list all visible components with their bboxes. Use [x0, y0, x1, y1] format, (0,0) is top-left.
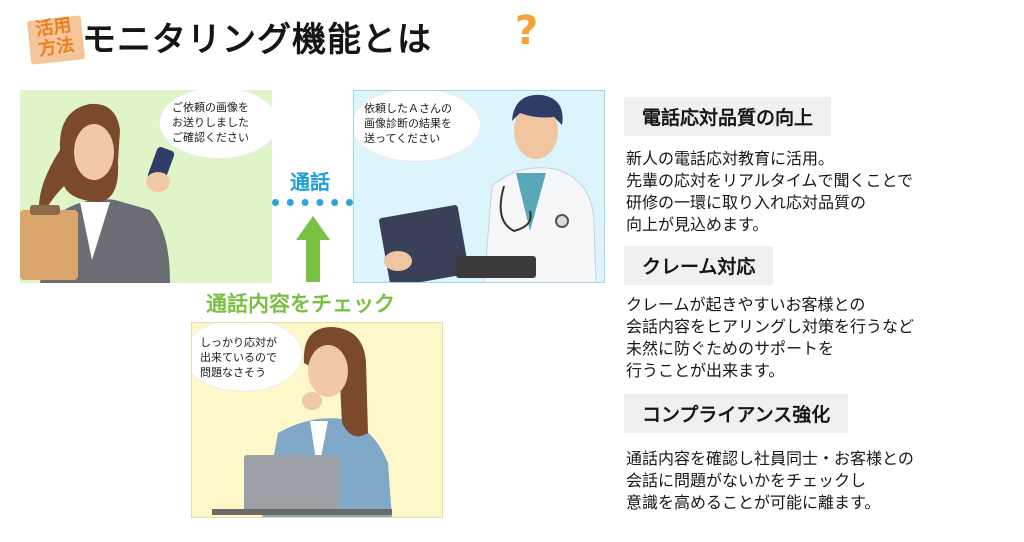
section-heading-compliance: コンプライアンス強化: [624, 394, 849, 433]
badge: 活用 方法: [24, 14, 86, 65]
illustration-supervisor-panel: しっかり応対が 出来ているので 問題なさそう: [191, 322, 443, 518]
supervisor-illustration: [212, 327, 392, 517]
caller-speech-bubble: [160, 90, 272, 158]
question-mark-icon: ?: [515, 8, 539, 54]
section-body-complaint: クレームが起きやすいお客様との 会話内容をヒアリングし対策を行うなど 未然に防ぐ…: [626, 295, 915, 380]
check-label: 通話内容をチェック: [206, 292, 395, 316]
woman-with-phone-illustration: [20, 103, 175, 283]
supervisor-speech-bubble: [192, 323, 302, 391]
illustration-caller-panel: ご依頼の画像を お送りしました ご確認ください: [20, 90, 272, 283]
doctor-illustration: [379, 94, 597, 282]
page-title: モニタリング機能とは: [82, 20, 432, 60]
illustration-doctor-panel: 依頼したＡさんの 画像診断の結果を 送ってください: [353, 90, 605, 283]
badge-text: 活用 方法: [24, 14, 85, 61]
arrow-up-icon: [296, 216, 330, 282]
caller-speech-text: ご依頼の画像を お送りしました ご確認ください: [172, 101, 249, 144]
doctor-speech-text: 依頼したＡさんの 画像診断の結果を 送ってください: [364, 102, 452, 145]
section-body-quality: 新人の電話応対教育に活用。 先輩の応対をリアルタイムで聞くことで 研修の一環に取…: [626, 149, 914, 234]
call-label: 通話: [290, 170, 330, 194]
section-body-compliance: 通話内容を確認し社員同士・お客様との 会話に問題がないかをチェックし 意識を高め…: [626, 449, 914, 512]
supervisor-speech-text: しっかり応対が 出来ているので 問題なさそう: [200, 336, 277, 379]
section-heading-quality: 電話応対品質の向上: [624, 97, 832, 136]
call-connection-line: [272, 199, 353, 206]
doctor-speech-bubble: [354, 91, 480, 161]
section-heading-complaint: クレーム対応: [624, 246, 774, 285]
